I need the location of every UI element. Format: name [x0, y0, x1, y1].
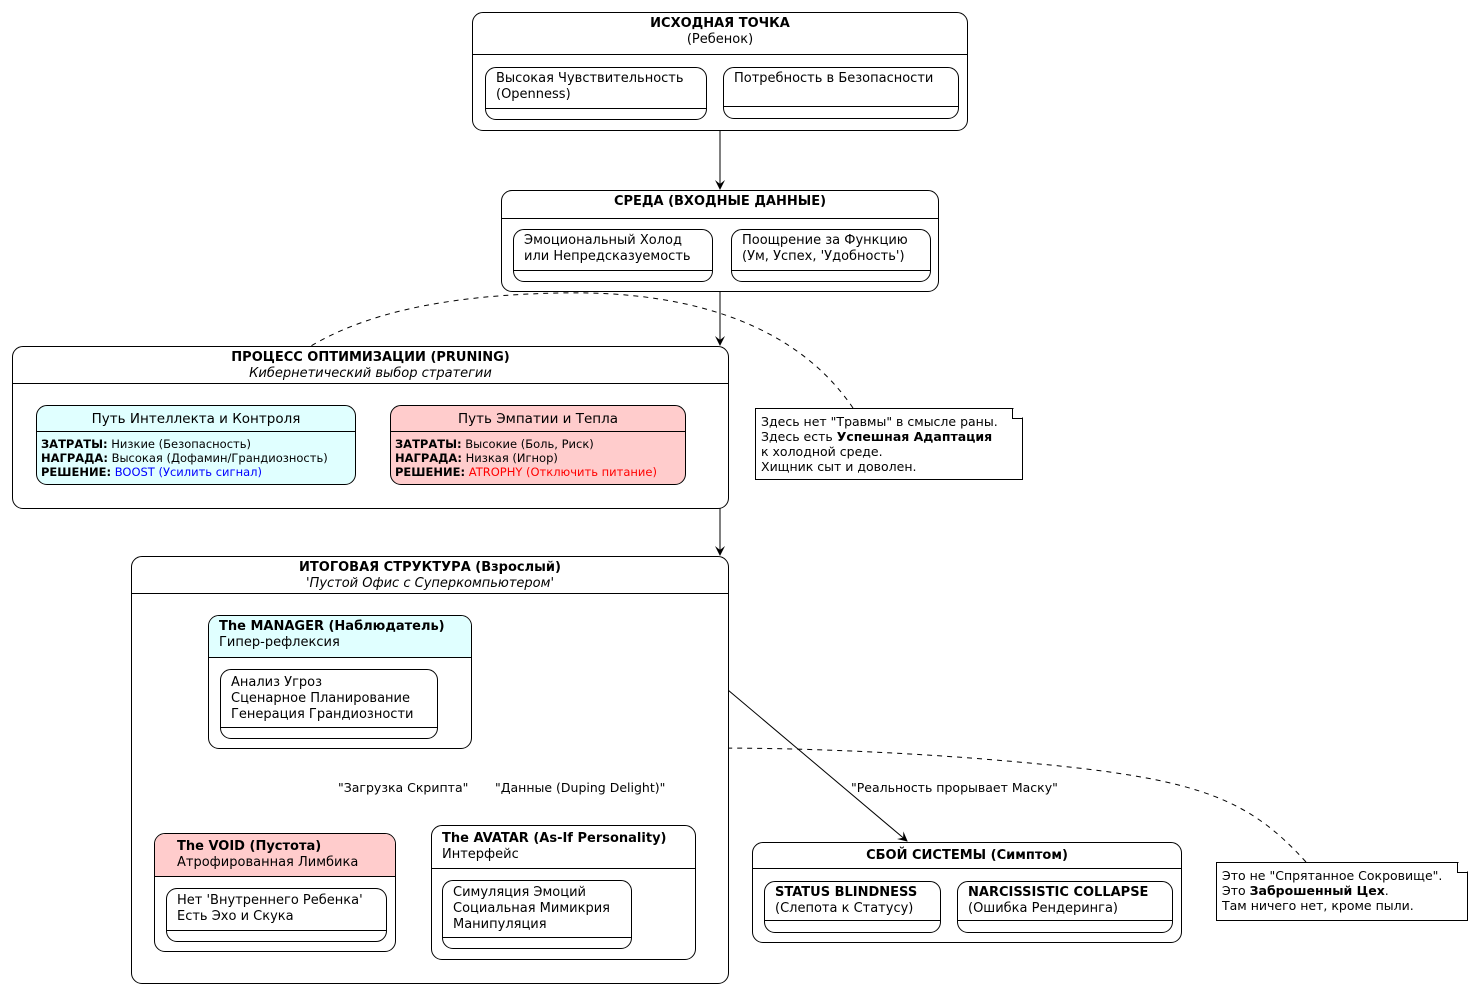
title: Путь Интеллекта и Контроля — [37, 406, 355, 432]
substate-avatar-functions: Симуляция Эмоций Социальная Мимикрия Ман… — [442, 880, 632, 949]
k: ЗАТРАТЫ: — [41, 437, 108, 451]
label: Высокая Чувствительность (Openness) — [486, 68, 706, 109]
decision: BOOST (Усилить сигнал) — [111, 465, 262, 479]
title: Путь Эмпатии и Тепла — [391, 406, 685, 432]
note-adaptation: Здесь нет "Травмы" в смысле раны.Здесь е… — [755, 408, 1023, 480]
substate-manager-functions: Анализ Угроз Сценарное Планирование Гене… — [220, 669, 438, 739]
title: The VOID (Пустота) — [177, 839, 322, 854]
note2-link — [342, 747, 1307, 863]
title: STATUS BLINDNESS — [775, 885, 918, 900]
title: The AVATAR (As-If Personality) — [442, 831, 667, 846]
substate-sensitivity: Высокая Чувствительность (Openness) — [485, 67, 707, 120]
subtitle: Гипер-рефлексия — [219, 635, 340, 650]
subtitle: (Ребенок) — [686, 32, 754, 47]
t: Здесь нет "Травмы" в смысле раны. — [761, 414, 998, 429]
substate-intellect: Путь Интеллекта и Контроля ЗАТРАТЫ: Низк… — [36, 405, 356, 485]
substate-void-contents: Нет 'Внутреннего Ребенка' Есть Эхо и Ску… — [166, 888, 387, 942]
label: Анализ Угроз Сценарное Планирование Гене… — [221, 670, 437, 728]
decision: ATROPHY (Отключить питание) — [465, 465, 657, 479]
subtitle: 'Пустой Офис с Суперкомпьютером' — [305, 576, 555, 591]
label: Эмоциональный Холод или Непредсказуемост… — [514, 230, 712, 271]
subtitle: Интерфейс — [442, 847, 519, 862]
title: ПРОЦЕСС ОПТИМИЗАЦИИ (PRUNING) — [231, 350, 510, 365]
edge-label-script: "Загрузка Скрипта" — [338, 780, 469, 795]
k: ЗАТРАТЫ: — [395, 437, 462, 451]
k: НАГРАДА: — [395, 451, 462, 465]
substate-narcissistic-collapse: NARCISSISTIC COLLAPSE(Ошибка Рендеринга) — [957, 881, 1173, 933]
t: Это не "Спрятанное Сокровище". — [1222, 868, 1443, 883]
label: Потребность в Безопасности — [724, 68, 958, 107]
subtitle: Атрофированная Лимбика — [177, 855, 359, 870]
t: к холодной среде. — [761, 444, 883, 459]
arrow-final-failure — [727, 689, 908, 842]
t: Здесь есть — [761, 429, 837, 444]
label: Поощрение за Функцию (Ум, Успех, 'Удобно… — [732, 230, 930, 271]
title: The MANAGER (Наблюдатель) — [219, 619, 445, 634]
subtitle: (Слепота к Статусу) — [775, 901, 914, 916]
k: РЕШЕНИЕ: — [41, 465, 112, 479]
edge-label-reality: "Реальность прорывает Маску" — [851, 780, 1058, 795]
substate-empathy: Путь Эмпатии и Тепла ЗАТРАТЫ: Высокие (Б… — [390, 405, 686, 485]
t: Заброшенный Цех — [1249, 883, 1385, 898]
v: Высокая (Дофамин/Грандиозность) — [107, 451, 328, 465]
substate-reward: Поощрение за Функцию (Ум, Успех, 'Удобно… — [731, 229, 931, 282]
title: ИСХОДНАЯ ТОЧКА — [650, 16, 790, 31]
edge-label-data: "Данные (Duping Delight)" — [495, 780, 666, 795]
substate-cold: Эмоциональный Холод или Непредсказуемост… — [513, 229, 713, 282]
title: NARCISSISTIC COLLAPSE — [968, 885, 1149, 900]
title: СБОЙ СИСТЕМЫ (Симптом) — [866, 848, 1068, 863]
label: Нет 'Внутреннего Ребенка' Есть Эхо и Ску… — [167, 889, 386, 931]
t: Это — [1222, 883, 1250, 898]
t: . — [1384, 883, 1389, 898]
substate-status-blindness: STATUS BLINDNESS(Слепота к Статусу) — [764, 881, 941, 933]
title: ИТОГОВАЯ СТРУКТУРА (Взрослый) — [299, 560, 561, 575]
subtitle: (Ошибка Рендеринга) — [968, 901, 1119, 916]
title: СРЕДА (ВХОДНЫЕ ДАННЫЕ) — [613, 194, 827, 209]
note-abandoned-workshop: Это не "Спрятанное Сокровище".Это Заброш… — [1216, 862, 1468, 921]
substate-safety: Потребность в Безопасности — [723, 67, 959, 119]
v: Высокие (Боль, Риск) — [461, 437, 594, 451]
t: Успешная Адаптация — [836, 429, 993, 444]
t: Хищник сыт и доволен. — [761, 459, 917, 474]
v: Низкая (Игнор) — [461, 451, 558, 465]
subtitle: Кибернетический выбор стратегии — [249, 366, 492, 381]
k: РЕШЕНИЕ: — [395, 465, 466, 479]
label: Симуляция Эмоций Социальная Мимикрия Ман… — [443, 881, 631, 938]
v: Низкие (Безопасность) — [107, 437, 251, 451]
t: Там ничего нет, кроме пыли. — [1222, 898, 1414, 913]
k: НАГРАДА: — [41, 451, 108, 465]
